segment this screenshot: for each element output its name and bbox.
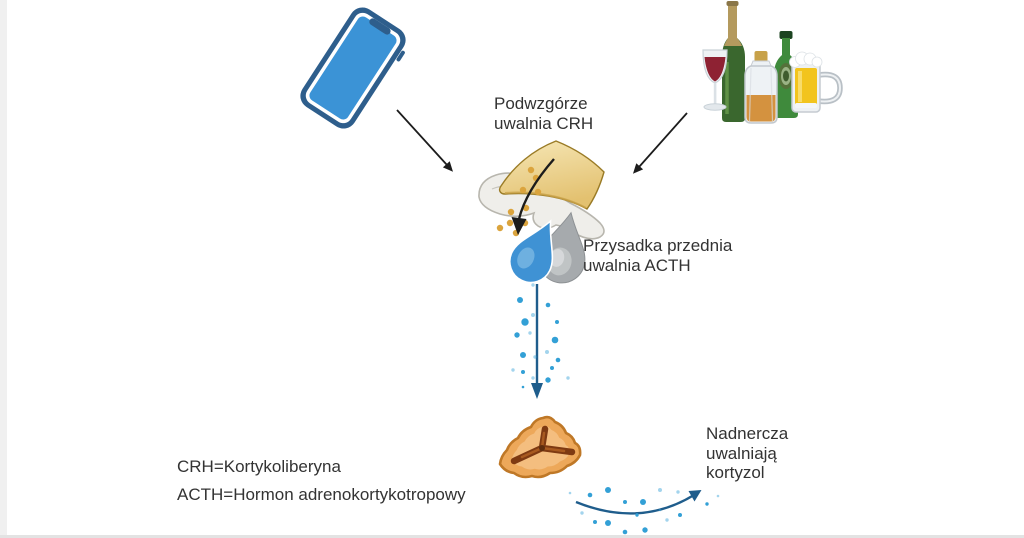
adrenal-label-line1: Nadnercza [706,424,789,443]
pituitary-label: Przysadka przednia uwalnia ACTH [583,236,732,275]
adrenal-label-line3: kortyzol [706,463,765,482]
cortisol-release-arrow [552,468,730,538]
acth-dots [511,283,570,389]
alcohol-drinks-icon [688,0,846,128]
anterior-pituitary-shape [509,219,554,284]
phone-notch [369,18,391,35]
pituitary-label-line2: uwalnia ACTH [583,255,691,275]
phone-side-button [396,50,405,62]
hypothalamus-label-line2: uwalnia CRH [494,113,594,133]
arrow-phone-to-hypothalamus [388,103,468,183]
champagne-bottle-icon [722,1,745,122]
crh-dots [496,166,542,237]
hypothalamus-label: Podwzgórze uwalnia CRH [494,94,593,133]
wine-glass-icon [702,49,728,111]
legend-crh: CRH=Kortykoliberyna [177,457,341,476]
adrenal-gland-icon [486,406,611,511]
beer-mug-icon [789,51,843,113]
bottom-border [0,535,1024,538]
crh-release-arrow [517,158,555,220]
whiskey-bottle-icon [744,51,778,124]
hypothalamus-pituitary-icon [470,133,620,293]
cortisol-dots [568,487,720,535]
phone-screen [309,16,397,120]
legend-acth: ACTH=Hormon adrenokortykotropowy [177,485,466,504]
acth-release-arrow [488,278,603,406]
adrenal-label-line2: uwalniają [706,443,777,463]
smartphone-icon [283,0,423,140]
hypothalamus-label-line1: Podwzgórze [494,94,588,113]
arrow-alcohol-to-hypothalamus [623,103,703,188]
left-border [0,0,7,538]
pituitary-label-line1: Przysadka przednia [583,236,733,255]
adrenal-label: Nadnercza uwalniają kortyzol [706,424,788,483]
